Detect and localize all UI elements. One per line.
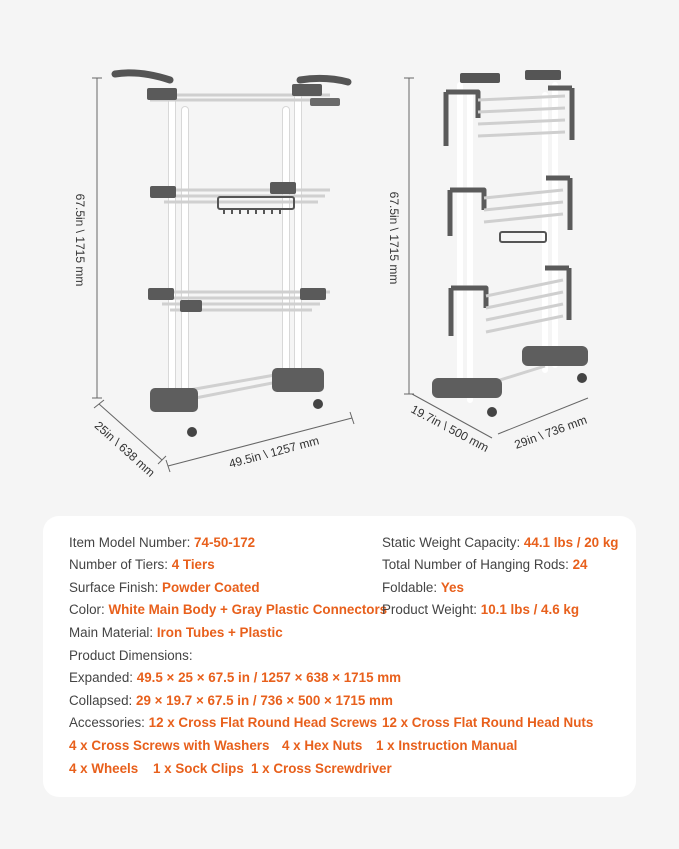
folded-rack-drawing (432, 70, 588, 417)
spec-dimensions-heading: Product Dimensions: (69, 647, 193, 665)
spec-accessories-row-2b: 4 x Hex Nuts (282, 737, 362, 755)
accessory-item: 4 x Wheels (69, 761, 139, 776)
spec-collapsed: Collapsed: 29 × 19.7 × 67.5 in / 736 × 5… (69, 692, 393, 710)
accessory-item: 12 x Cross Flat Round Head Screws (148, 715, 378, 730)
spec-material-value: Iron Tubes + Plastic (156, 625, 283, 640)
product-illustration: 67.5in \ 1715 mm 49.5in \ 1257 mm 25in \… (73, 69, 589, 480)
unfolded-height-label: 67.5in \ 1715 mm (73, 194, 87, 287)
spec-rods-label: Total Number of Hanging Rods: (382, 557, 569, 572)
unfolded-rack-drawing (111, 69, 352, 437)
folded-height-label: 67.5in \ 1715 mm (387, 192, 401, 285)
spec-accessories-row-1: Accessories: 12 x Cross Flat Round Head … (69, 714, 377, 732)
spec-tiers-label: Number of Tiers: (69, 557, 168, 572)
unfolded-length-label: 49.5in \ 1257 mm (227, 433, 320, 471)
spec-tiers: Number of Tiers: 4 Tiers (69, 556, 215, 574)
spec-accessories-row-2: 4 x Cross Screws with Washers (69, 737, 269, 755)
accessory-item: 1 x Sock Clips (153, 761, 244, 776)
spec-collapsed-label: Collapsed: (69, 693, 133, 708)
spec-material: Main Material: Iron Tubes + Plastic (69, 624, 283, 642)
spec-finish-value: Powder Coated (162, 580, 260, 595)
spec-model-value: 74-50-172 (194, 535, 256, 550)
spec-capacity-label: Static Weight Capacity: (382, 535, 521, 550)
spec-foldable-value: Yes (440, 580, 464, 595)
spec-tiers-value: 4 Tiers (171, 557, 215, 572)
spec-expanded: Expanded: 49.5 × 25 × 67.5 in / 1257 × 6… (69, 669, 401, 687)
spec-accessories-row-3c: 1 x Cross Screwdriver (251, 760, 392, 778)
folded-length-label: 29in \ 736 mm (513, 413, 589, 452)
spec-material-label: Main Material: (69, 625, 154, 640)
unfolded-dimension-lines (92, 77, 355, 473)
spec-accessories-label: Accessories: (69, 715, 145, 730)
spec-finish-label: Surface Finish: (69, 580, 159, 595)
unfolded-depth-label: 25in \ 638 mm (92, 418, 158, 479)
spec-dimensions-label: Product Dimensions: (69, 648, 193, 663)
accessory-item: 4 x Cross Screws with Washers (69, 738, 270, 753)
spec-expanded-value: 49.5 × 25 × 67.5 in / 1257 × 638 × 1715 … (136, 670, 402, 685)
folded-depth-label: 19.7in \ 500 mm (409, 402, 492, 455)
spec-color: Color: White Main Body + Gray Plastic Co… (69, 601, 387, 619)
spec-color-value: White Main Body + Gray Plastic Connector… (108, 602, 388, 617)
spec-color-label: Color: (69, 602, 105, 617)
spec-capacity: Static Weight Capacity: 44.1 lbs / 20 kg (382, 534, 618, 552)
spec-accessories-row-3: 4 x Wheels (69, 760, 138, 778)
spec-collapsed-value: 29 × 19.7 × 67.5 in / 736 × 500 × 1715 m… (136, 693, 393, 708)
accessory-item: 1 x Instruction Manual (376, 738, 518, 753)
accessory-item: 4 x Hex Nuts (282, 738, 363, 753)
spec-rods-value: 24 (572, 557, 588, 572)
spec-finish: Surface Finish: Powder Coated (69, 579, 260, 597)
spec-accessories-row-1b: 12 x Cross Flat Round Head Nuts (382, 714, 593, 732)
spec-rods: Total Number of Hanging Rods: 24 (382, 556, 587, 574)
spec-accessories-row-3b: 1 x Sock Clips (153, 760, 244, 778)
folded-dimension-lines (404, 77, 589, 439)
spec-capacity-value: 44.1 lbs / 20 kg (523, 535, 619, 550)
specifications-card (43, 516, 636, 797)
spec-model-label: Item Model Number: (69, 535, 191, 550)
spec-foldable-label: Foldable: (382, 580, 438, 595)
spec-weight-value: 10.1 lbs / 4.6 kg (480, 602, 580, 617)
spec-weight-label: Product Weight: (382, 602, 478, 617)
accessory-item: 1 x Cross Screwdriver (251, 761, 392, 776)
accessory-item: 12 x Cross Flat Round Head Nuts (382, 715, 594, 730)
spec-accessories-row-2c: 1 x Instruction Manual (376, 737, 517, 755)
spec-model: Item Model Number: 74-50-172 (69, 534, 255, 552)
spec-weight: Product Weight: 10.1 lbs / 4.6 kg (382, 601, 579, 619)
spec-foldable: Foldable: Yes (382, 579, 464, 597)
spec-expanded-label: Expanded: (69, 670, 134, 685)
